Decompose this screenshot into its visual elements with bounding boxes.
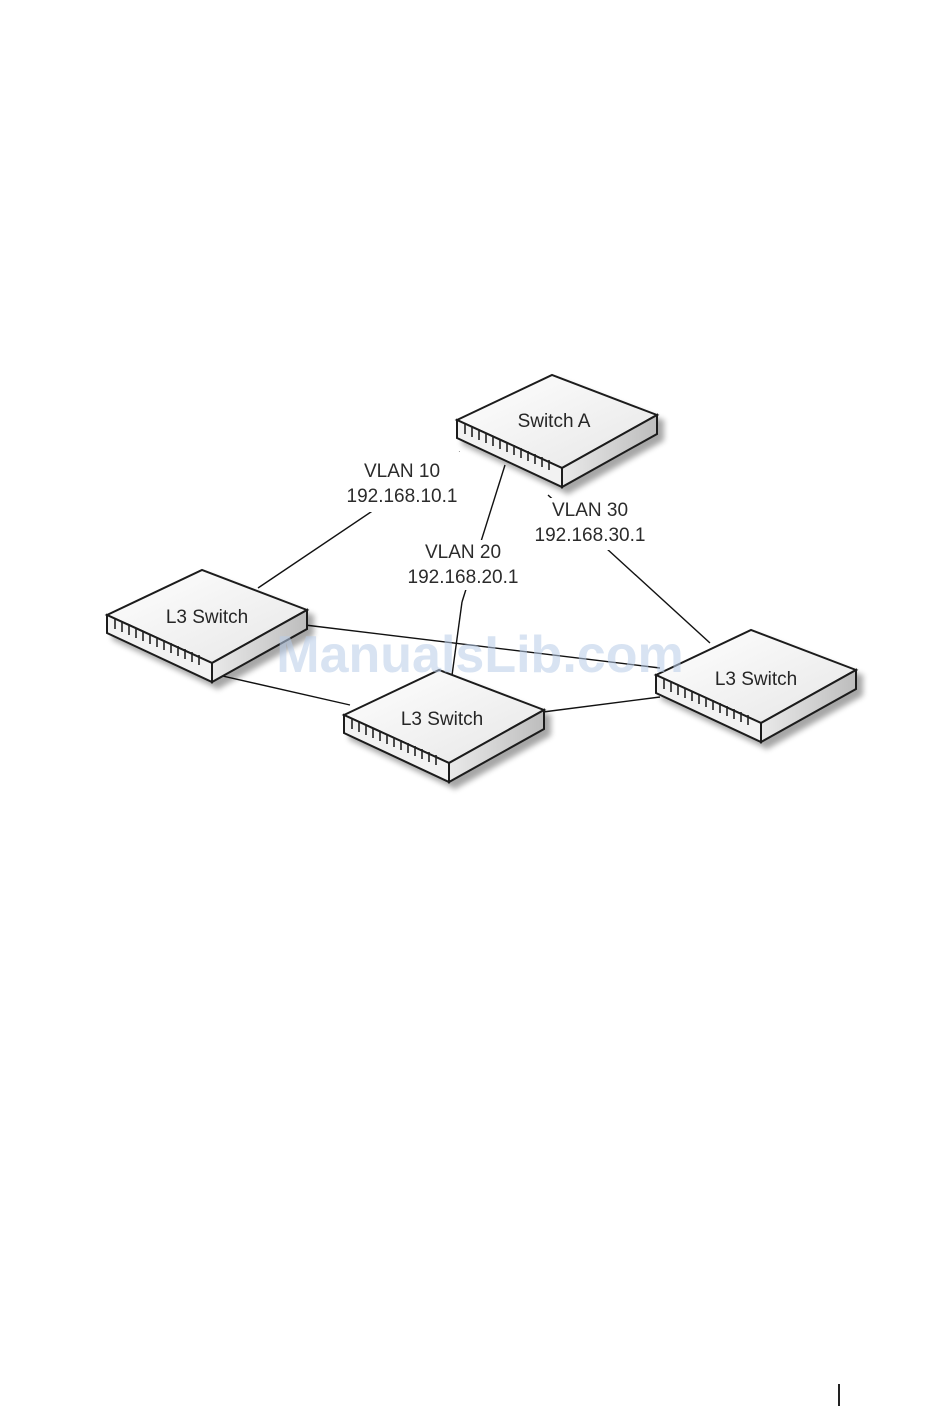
switch-a-label: Switch A (518, 411, 591, 432)
l3-switch-center: L3 Switch (344, 670, 544, 782)
vlan10-label: VLAN 10 (364, 461, 440, 482)
page-marker-bar (838, 1384, 840, 1406)
l3-switch-left-label: L3 Switch (166, 607, 248, 628)
l3-switch-center-label: L3 Switch (401, 709, 483, 730)
l3-switch-right-label: L3 Switch (715, 669, 797, 690)
vlan20-ip: 192.168.20.1 (408, 567, 519, 588)
vlan20-label: VLAN 20 (425, 542, 501, 563)
watermark-text: ManualsLib.com (276, 626, 683, 684)
switch-a: Switch A (457, 375, 657, 487)
link-center-right (543, 697, 660, 712)
l3-switch-right: L3 Switch (656, 630, 856, 742)
vlan30-ip: 192.168.30.1 (535, 525, 646, 546)
link-labels: VLAN 10 192.168.10.1 VLAN 20 192.168.20.… (345, 452, 655, 590)
vlan10-ip: 192.168.10.1 (347, 486, 458, 507)
vlan30-label: VLAN 30 (552, 500, 628, 521)
